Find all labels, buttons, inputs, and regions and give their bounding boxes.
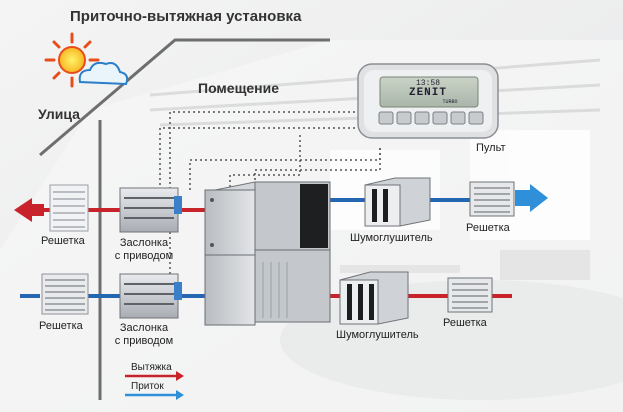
damper-top-label-line1: Заслонка xyxy=(119,237,169,249)
air-handling-unit xyxy=(204,181,331,326)
supply-out-arrow xyxy=(515,184,548,212)
diagram-title: Приточно-вытяжная установка xyxy=(70,8,302,25)
damper-bottom xyxy=(119,273,182,319)
silencer-top-label: Шумоглушитель xyxy=(350,232,433,244)
damper-bottom-label-line2: с приводом xyxy=(114,334,174,347)
damper-bottom-label-line1: Заслонка xyxy=(119,322,169,334)
grille-top-right xyxy=(469,181,515,217)
sun-cloud-icon xyxy=(44,32,129,88)
room-furniture xyxy=(340,250,590,280)
grille-bottom-right-label: Решетка xyxy=(443,317,487,329)
silencer-top xyxy=(364,177,431,227)
zone-outside-label: Улица xyxy=(38,106,80,122)
controller-screen-sub: TURBO xyxy=(442,99,458,105)
legend-arrows xyxy=(125,371,184,400)
controller-screen-time: 13:58 xyxy=(415,79,440,88)
controller-label: Пульт xyxy=(476,142,506,154)
controller xyxy=(357,63,499,139)
grille-top-right-label: Решетка xyxy=(466,222,510,234)
controller-screen xyxy=(379,76,479,108)
roof-line xyxy=(39,38,330,157)
legend-exhaust-label: Вытяжка xyxy=(131,362,172,373)
legend-exhaust-arrowhead xyxy=(176,371,184,381)
grille-bottom-left-label: Решетка xyxy=(39,320,83,332)
silencer-bottom-label: Шумоглушитель xyxy=(336,329,419,341)
controller-screen-brand: ZENIT xyxy=(408,87,447,99)
legend-supply-arrowhead xyxy=(176,390,184,400)
zone-room-label: Помещение xyxy=(198,80,280,96)
legend-supply-label: Приток xyxy=(131,381,164,392)
damper-top-label-line2: с приводом xyxy=(114,249,174,262)
grille-bottom-left xyxy=(41,273,89,315)
damper-bottom-label: Заслонка с приводом xyxy=(104,322,184,347)
controller-buttons xyxy=(378,111,484,125)
exhaust-out-arrow xyxy=(14,198,44,222)
damper-top xyxy=(119,187,182,233)
silencer-bottom xyxy=(339,271,409,325)
grille-top-left-label: Решетка xyxy=(41,235,85,247)
grille-bottom-right xyxy=(447,277,493,313)
grille-top-left xyxy=(49,184,89,232)
damper-top-label: Заслонка с приводом xyxy=(104,237,184,262)
